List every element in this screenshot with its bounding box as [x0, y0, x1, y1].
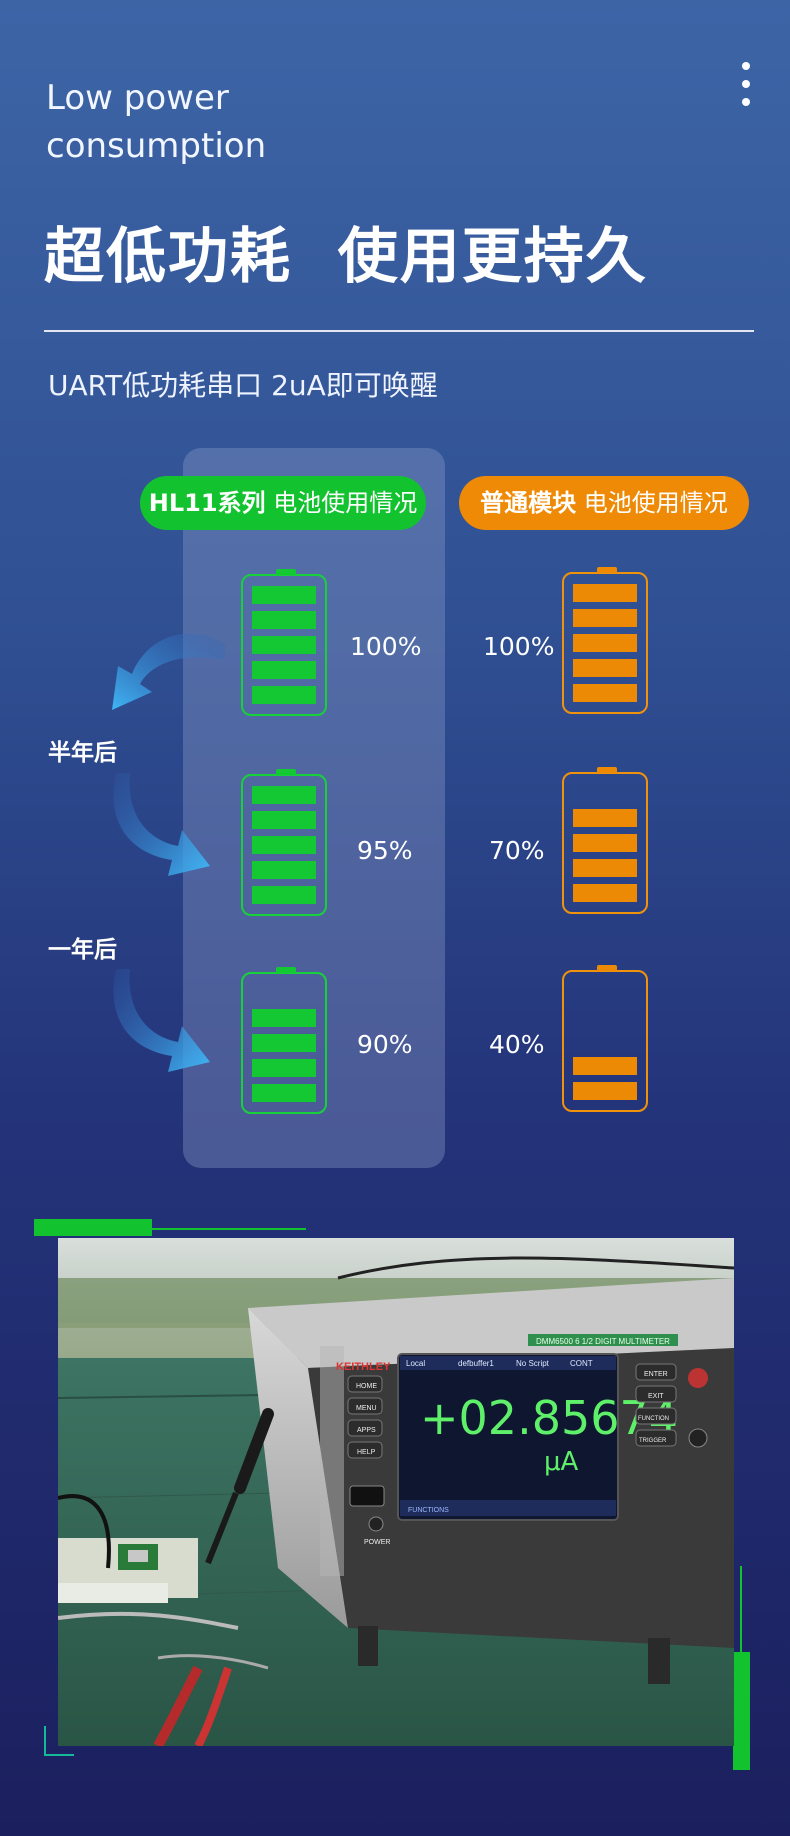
- normal-battery-label: 普通模块 电池使用情况: [459, 476, 749, 530]
- hl11-percent: 95%: [357, 836, 413, 865]
- green-accent-line-vertical: [740, 1566, 742, 1652]
- battery-level-bar: [573, 1082, 637, 1100]
- screen-script-text: No Script: [516, 1359, 550, 1368]
- english-title: Low power consumption: [46, 74, 266, 170]
- hl11-battery-label: HL11系列 电池使用情况: [140, 476, 426, 530]
- green-accent-bar: [34, 1219, 152, 1236]
- menu-button-label: MENU: [356, 1405, 377, 1412]
- battery-level-bar: [573, 609, 637, 627]
- curved-arrow-icon: [113, 773, 210, 876]
- normal-percent: 70%: [489, 836, 545, 865]
- corner-bracket: [44, 1726, 74, 1756]
- hl11-battery-icon: [241, 967, 327, 1114]
- normal-battery-icon: [562, 965, 648, 1112]
- enter-button-label: ENTER: [644, 1371, 668, 1378]
- battery-level-bar: [252, 1009, 316, 1027]
- screen-local-text: Local: [406, 1359, 425, 1368]
- reading-value: +02.85674: [420, 1391, 678, 1445]
- battery-level-bar: [252, 861, 316, 879]
- hl11-label-bold: HL11系列: [148, 489, 266, 517]
- reading-unit: μA: [544, 1447, 579, 1477]
- more-options-icon[interactable]: [738, 62, 754, 106]
- battery-level-bar: [573, 809, 637, 827]
- battery-level-bar: [252, 836, 316, 854]
- battery-level-bar: [252, 786, 316, 804]
- battery-level-bar: [252, 811, 316, 829]
- hl11-percent: 90%: [357, 1030, 413, 1059]
- battery-level-bar: [573, 684, 637, 702]
- battery-level-bar: [252, 636, 316, 654]
- battery-level-bar: [252, 686, 316, 704]
- battery-level-bar: [573, 884, 637, 902]
- hl11-battery-icon: [241, 769, 327, 916]
- normal-battery-icon: [562, 767, 648, 914]
- chinese-title: 超低功耗 使用更持久: [44, 222, 648, 292]
- hl11-battery-icon: [241, 569, 327, 716]
- normal-percent: 100%: [483, 632, 555, 661]
- multimeter-photo: DMM6500 6 1/2 DIGIT MULTIMETER KEITHLEY …: [58, 1238, 734, 1746]
- battery-level-bar: [252, 1034, 316, 1052]
- title-divider: [44, 330, 754, 332]
- normal-label-rest: 电池使用情况: [576, 489, 728, 517]
- normal-battery-icon: [562, 567, 648, 714]
- normal-label-bold: 普通模块: [480, 489, 577, 517]
- english-title-line1: Low power: [46, 78, 229, 118]
- meter-brand-text: KEITHLEY: [336, 1361, 391, 1373]
- battery-level-bar: [573, 634, 637, 652]
- battery-level-bar: [252, 1059, 316, 1077]
- screen-buffer-text: defbuffer1: [458, 1359, 494, 1368]
- battery-level-bar: [573, 1057, 637, 1075]
- power-label: POWER: [364, 1539, 390, 1546]
- battery-level-bar: [573, 659, 637, 677]
- green-accent-line: [152, 1228, 306, 1230]
- battery-level-bar: [252, 661, 316, 679]
- battery-level-bar: [252, 1084, 316, 1102]
- english-title-line2: consumption: [46, 126, 267, 166]
- curved-arrow-icon: [112, 633, 225, 710]
- hl11-label-rest: 电池使用情况: [265, 489, 418, 517]
- one-year-label: 一年后: [48, 937, 117, 963]
- battery-level-bar: [252, 586, 316, 604]
- screen-cont-text: CONT: [570, 1359, 593, 1368]
- home-button-label: HOME: [356, 1383, 377, 1390]
- half-year-label: 半年后: [48, 740, 117, 766]
- battery-level-bar: [573, 834, 637, 852]
- curved-arrow-icon: [113, 969, 210, 1072]
- subtitle: UART低功耗串口 2uA即可唤醒: [48, 369, 438, 402]
- battery-level-bar: [252, 886, 316, 904]
- exit-button-label: EXIT: [648, 1393, 664, 1400]
- meter-model-text: DMM6500 6 1/2 DIGIT MULTIMETER: [536, 1337, 670, 1346]
- function-button-label: FUNCTION: [638, 1416, 669, 1422]
- battery-level-bar: [252, 611, 316, 629]
- green-accent-bar-vertical: [733, 1652, 750, 1770]
- battery-level-bar: [573, 584, 637, 602]
- help-button-label: HELP: [357, 1449, 376, 1456]
- hl11-percent: 100%: [350, 632, 422, 661]
- trigger-button-label: TRIGGER: [639, 1438, 667, 1444]
- battery-level-bar: [573, 859, 637, 877]
- normal-percent: 40%: [489, 1030, 545, 1059]
- multimeter-photo-drawing: DMM6500 6 1/2 DIGIT MULTIMETER KEITHLEY …: [58, 1238, 734, 1746]
- functions-label: FUNCTIONS: [408, 1507, 449, 1514]
- apps-button-label: APPS: [357, 1427, 376, 1434]
